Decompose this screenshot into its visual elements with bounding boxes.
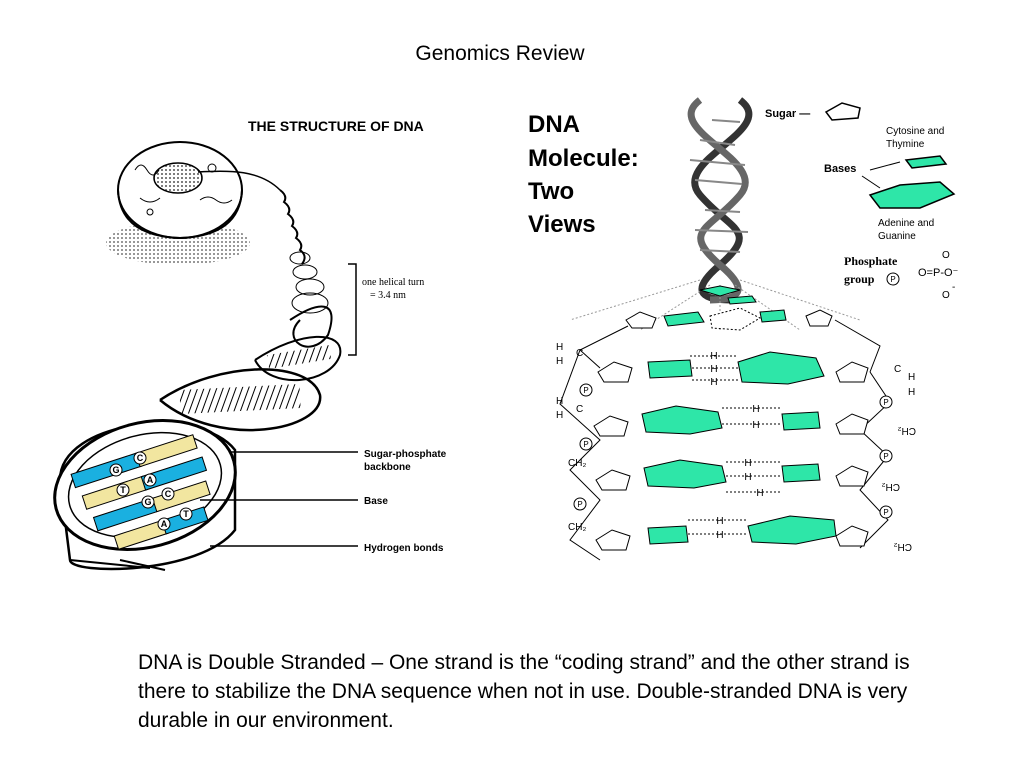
atom-ch2-right-2: CH₂ — [882, 481, 900, 492]
hbond-h-2: H — [710, 364, 717, 375]
hbond-h-3: H — [710, 377, 717, 388]
phosphate-right-2: P — [883, 452, 888, 461]
atom-h-right-2: H — [908, 387, 915, 398]
left-figure-labels: Sugar-phosphate backbone Base Hydrogen b… — [200, 449, 447, 554]
backbone-label-2: backbone — [364, 462, 411, 473]
slide-caption: DNA is Double Stranded – One strand is t… — [138, 651, 910, 732]
hbond-h-8: H — [756, 488, 763, 499]
right-title-line-3: Two — [528, 178, 574, 205]
phosphate-circle-icon — [886, 272, 900, 286]
dna-cross-section: G C T A G C A T — [53, 419, 237, 571]
cell-illustration — [106, 141, 281, 265]
base-letter-a2: A — [161, 519, 168, 529]
legend-ag-label-2: Guanine — [878, 231, 916, 242]
hbond-h-7: H — [744, 472, 751, 483]
helical-turn-bracket — [348, 263, 357, 356]
hbond-h-6: H — [744, 458, 751, 469]
legend-ct-label: Cytosine and — [886, 126, 944, 137]
base-label: Base — [364, 496, 388, 507]
slide-title: Genomics Review — [415, 42, 585, 65]
hbond-h-5: H — [752, 420, 759, 431]
right-figure-title: DNA Molecule: Two Views — [528, 111, 639, 238]
legend-sugar-label: Sugar — — [765, 108, 810, 120]
phosphate-left-1: P — [583, 386, 588, 395]
left-figure-title: THE STRUCTURE OF DNA — [248, 118, 424, 134]
atom-h-left-2: H — [556, 356, 563, 367]
double-helix — [687, 97, 753, 304]
base-letter-c2: C — [165, 489, 172, 499]
helical-turn-label: one helical turn — [362, 277, 424, 288]
purine-base-icon — [868, 181, 956, 209]
atom-h-left-4: H — [556, 410, 563, 421]
atom-c-left-1: C — [576, 348, 583, 359]
hydrogen-bonds-label: Hydrogen bonds — [364, 543, 444, 554]
phosphate-oxygen-bottom: O — [942, 290, 950, 301]
base-letter-t2: T — [183, 509, 189, 519]
atom-h-left-3: H — [556, 396, 563, 407]
atom-h-left-1: H — [556, 342, 563, 353]
atom-ch2-left-1: CH₂ — [568, 458, 586, 469]
legend-phosphate-label: Phosphate — [844, 254, 898, 268]
phosphate-right-3: P — [883, 508, 888, 517]
legend-bases-label: Bases — [824, 163, 856, 175]
hbond-h-10: H — [716, 530, 723, 541]
phosphate-oxygen-top: O — [942, 250, 950, 261]
hbond-h-4: H — [752, 404, 759, 415]
helical-turn-length: = 3.4 nm — [370, 290, 406, 301]
atom-ch2-right-3: CH₂ — [894, 541, 912, 552]
right-title-line-2: Molecule: — [528, 145, 639, 172]
phosphate-left-2: P — [583, 440, 588, 449]
phosphate-circle-letter: P — [890, 275, 895, 284]
helix-unfolding — [159, 189, 342, 432]
base-letter-g1: G — [112, 465, 119, 475]
atom-c-right-1: C — [894, 364, 901, 375]
base-letter-a1: A — [147, 475, 154, 485]
phosphate-minus: - — [952, 282, 955, 293]
right-figure: DNA Molecule: Two Views — [528, 97, 959, 561]
pyrimidine-base-icon — [904, 155, 948, 169]
dna-figure: THE STRUCTURE OF DNA — [53, 97, 959, 571]
backbone-label: Sugar-phosphate — [364, 449, 447, 460]
phosphate-formula: O=P-O⁻ — [918, 267, 959, 279]
legend-ct-label-2: Thymine — [886, 139, 925, 150]
legend: Sugar — Cytosine and Thymine Bases Adeni… — [765, 102, 959, 301]
phosphate-left-3: P — [577, 500, 582, 509]
atom-c-left-2: C — [576, 404, 583, 415]
atom-ch2-right-1: CH₂ — [898, 425, 916, 436]
sugar-pentagon-icon — [824, 102, 861, 121]
left-figure: THE STRUCTURE OF DNA — [53, 118, 447, 571]
legend-phosphate-group-label: group — [844, 272, 875, 286]
atom-ch2-left-2: CH₂ — [568, 522, 586, 533]
atom-h-right-1: H — [908, 372, 915, 383]
hbond-h-9: H — [716, 516, 723, 527]
phosphate-right-1: P — [883, 398, 888, 407]
helix-top-bases — [699, 285, 757, 305]
base-pair-ladder: H H H H H H H H H H H H C H H C CH₂ CH₂ — [556, 307, 916, 561]
hbond-h-1: H — [710, 351, 717, 362]
base-letter-t1: T — [120, 485, 126, 495]
right-title-line-4: Views — [528, 211, 596, 238]
base-letter-c1: C — [137, 453, 144, 463]
right-title-line-1: DNA — [528, 111, 580, 138]
base-letter-g2: G — [144, 497, 151, 507]
legend-ag-label: Adenine and — [878, 218, 934, 229]
